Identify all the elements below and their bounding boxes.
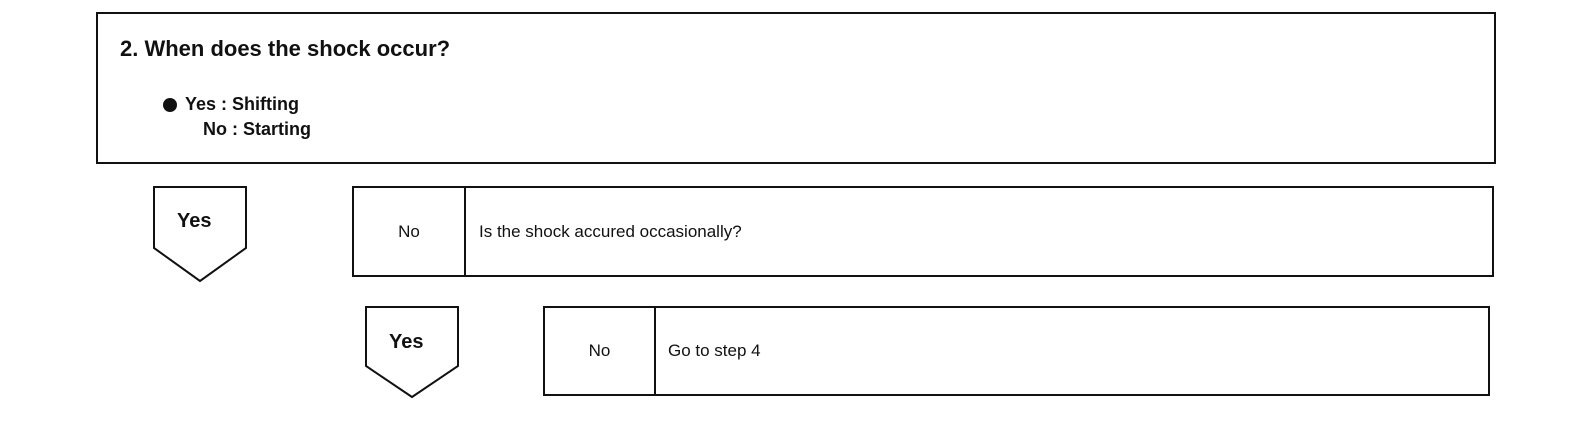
option-yes: Yes : Shifting <box>185 94 300 114</box>
option-no: No : Starting <box>203 119 311 139</box>
question-box-1: No Is the shock accured occasionally? <box>352 186 1494 277</box>
pentagon-arrow-icon <box>153 186 247 283</box>
yes-label-1: Yes <box>177 210 212 232</box>
yes-label-2: Yes <box>389 331 424 353</box>
yes-arrow-badge-2: Yes <box>365 306 459 399</box>
yes-arrow-badge-1: Yes <box>153 186 247 283</box>
step-title: 2. When does the shock occur? <box>120 36 451 61</box>
action-box-2: No Go to step 4 <box>543 306 1490 396</box>
no-label-1: No <box>354 188 466 275</box>
question-text-1: Is the shock accured occasionally? <box>479 221 742 241</box>
step-box <box>96 12 1496 164</box>
no-label-2: No <box>545 308 656 394</box>
action-text-2: Go to step 4 <box>668 341 761 360</box>
pentagon-arrow-icon <box>365 306 459 399</box>
bullet-icon <box>163 98 177 112</box>
